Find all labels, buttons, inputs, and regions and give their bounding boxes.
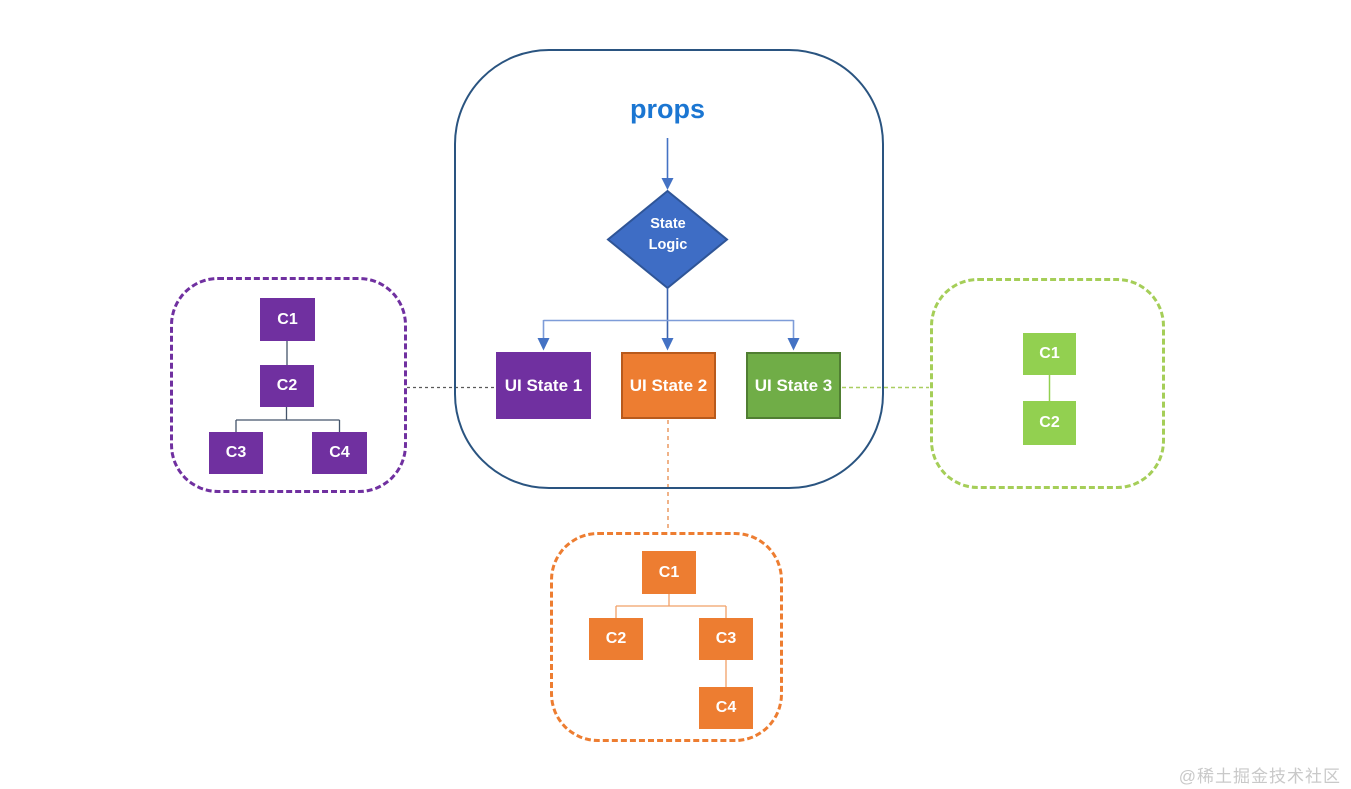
- green-tree-container: [930, 278, 1165, 489]
- orange-node-c3: C3: [699, 618, 753, 660]
- orange-tree-connectors: [615, 594, 727, 687]
- props-scope-container: [454, 49, 884, 489]
- orange-tree-container: [550, 532, 783, 742]
- state-logic-label: State Logic: [648, 216, 688, 254]
- props-title: props: [629, 94, 705, 124]
- arrowhead-ui-state-1-icon: [537, 338, 550, 351]
- ui-state-3-box: UI State 3: [746, 352, 841, 419]
- purple-node-c1: C1: [260, 298, 315, 341]
- ui-state-1-box: UI State 1: [496, 352, 591, 419]
- orange-node-c1: C1: [642, 551, 696, 594]
- purple-node-c3: C3: [209, 432, 263, 474]
- green-node-c2: C2: [1023, 401, 1076, 445]
- ui-state-2-box: UI State 2: [621, 352, 716, 419]
- orange-node-c4: C4: [699, 687, 753, 729]
- watermark: @稀土掘金技术社区: [1178, 767, 1341, 786]
- arrowhead-ui-state-2-icon: [661, 338, 674, 351]
- purple-tree-container: [170, 277, 407, 493]
- purple-node-c4: C4: [312, 432, 367, 474]
- purple-node-c2: C2: [260, 365, 314, 407]
- purple-tree-connectors: [235, 341, 341, 432]
- props-arrowhead-icon: [661, 178, 674, 190]
- orange-node-c2: C2: [589, 618, 643, 660]
- arrowhead-ui-state-3-icon: [787, 338, 800, 351]
- green-node-c1: C1: [1023, 333, 1076, 375]
